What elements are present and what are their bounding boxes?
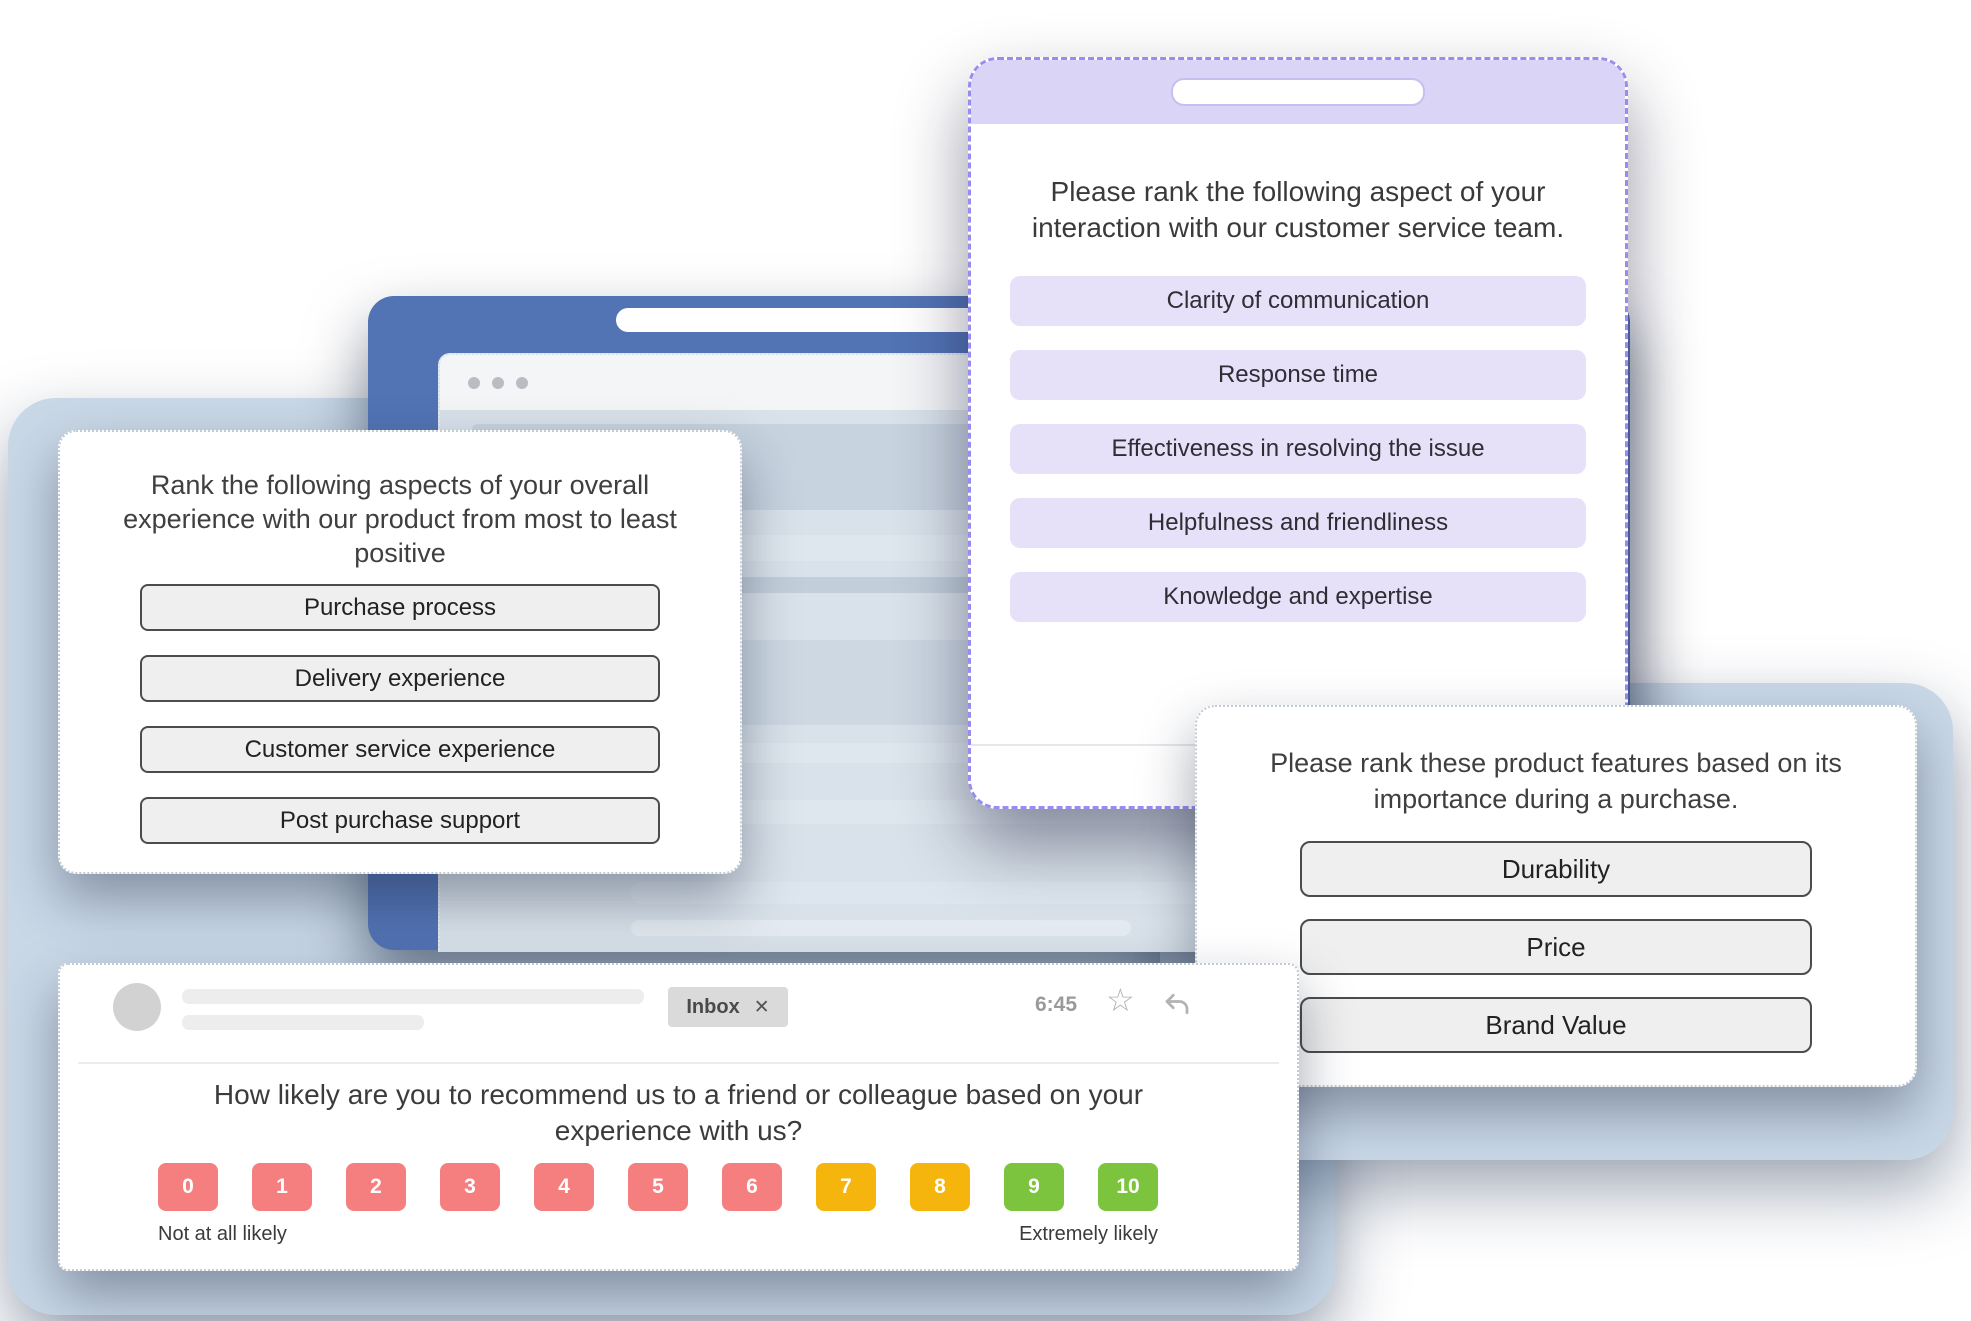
rank-option-button[interactable]: Delivery experience <box>140 655 660 702</box>
nps-score-button[interactable]: 4 <box>534 1163 594 1211</box>
rank-option-button[interactable]: Helpfulness and friendliness <box>1010 498 1586 548</box>
nps-score-button[interactable]: 1 <box>252 1163 312 1211</box>
nps-score-button[interactable]: 8 <box>910 1163 970 1211</box>
nps-left-label: Not at all likely <box>158 1223 287 1245</box>
skeleton-line <box>182 989 644 1004</box>
nps-score-button[interactable]: 5 <box>628 1163 688 1211</box>
inbox-tag[interactable]: Inbox ✕ <box>668 987 788 1027</box>
rank-option-button[interactable]: Customer service experience <box>140 726 660 773</box>
rank-option-button[interactable]: Price <box>1300 919 1812 975</box>
nps-score-button[interactable]: 9 <box>1004 1163 1064 1211</box>
rank-option-button[interactable]: Response time <box>1010 350 1586 400</box>
window-dot <box>468 377 480 389</box>
inbox-tag-label: Inbox <box>686 995 740 1018</box>
rank-option-button[interactable]: Clarity of communication <box>1010 276 1586 326</box>
reply-icon[interactable] <box>1162 989 1192 1019</box>
service-rank-card: Please rank the following aspect of your… <box>968 57 1628 809</box>
email-timestamp: 6:45 <box>1035 993 1078 1016</box>
nps-score-button[interactable]: 7 <box>816 1163 876 1211</box>
service-rank-question: Please rank the following aspect of your… <box>1031 176 1565 243</box>
rank-option-button[interactable]: Post purchase support <box>140 797 660 844</box>
skeleton-line <box>182 1015 424 1030</box>
nps-score-button[interactable]: 2 <box>346 1163 406 1211</box>
avatar <box>113 983 161 1031</box>
star-icon[interactable]: ☆ <box>1106 982 1135 1018</box>
nps-right-label: Extremely likely <box>1019 1223 1158 1245</box>
close-icon[interactable]: ✕ <box>753 996 770 1018</box>
rank-option-button[interactable]: Effectiveness in resolving the issue <box>1010 424 1586 474</box>
feature-rank-question: Please rank these product features based… <box>1270 748 1842 814</box>
rank-option-button[interactable]: Knowledge and expertise <box>1010 572 1586 622</box>
window-dot <box>516 377 528 389</box>
nps-score-button[interactable]: 6 <box>722 1163 782 1211</box>
rank-option-button[interactable]: Brand Value <box>1300 997 1812 1053</box>
window-control-dots <box>468 377 528 389</box>
skeleton-line <box>631 882 1371 904</box>
rank-option-button[interactable]: Purchase process <box>140 584 660 631</box>
card-header <box>971 60 1625 124</box>
nps-score-button[interactable]: 10 <box>1098 1163 1158 1211</box>
feature-rank-card: Please rank these product features based… <box>1195 705 1917 1087</box>
nps-score-button[interactable]: 0 <box>158 1163 218 1211</box>
product-rank-question: Rank the following aspects of your overa… <box>123 470 677 568</box>
divider <box>78 1062 1279 1064</box>
skeleton-line <box>631 920 1131 936</box>
nps-score-button[interactable]: 3 <box>440 1163 500 1211</box>
rank-option-button[interactable]: Durability <box>1300 841 1812 897</box>
window-dot <box>492 377 504 389</box>
email-nps-card: Inbox ✕ 6:45 ☆ How likely are you to rec… <box>58 963 1299 1271</box>
product-rank-card: Rank the following aspects of your overa… <box>58 430 742 874</box>
nps-question: How likely are you to recommend us to a … <box>213 1079 1144 1146</box>
card-handle <box>1171 78 1425 106</box>
